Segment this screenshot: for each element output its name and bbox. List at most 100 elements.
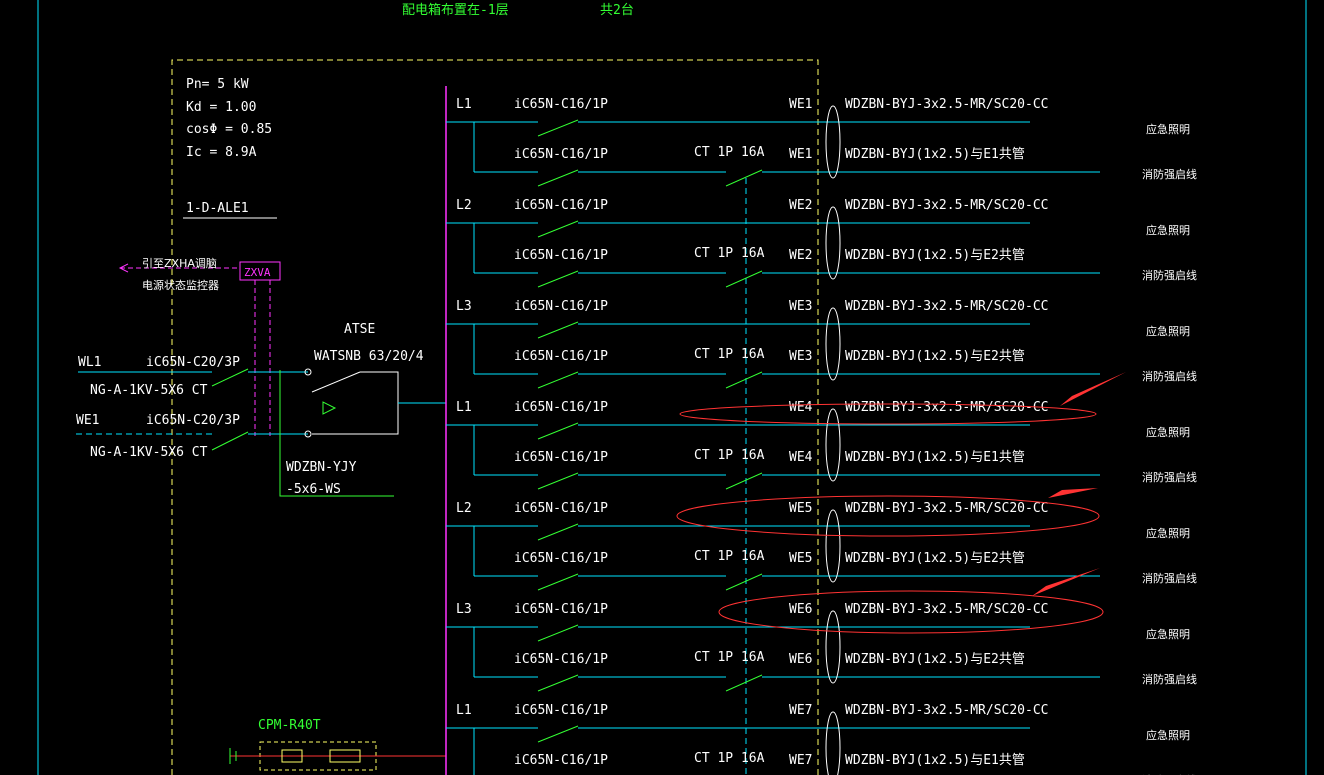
- circuit-phase: L1: [456, 400, 472, 415]
- spd-block: CPM-R40T: [229, 718, 446, 771]
- out-cable-1: WDZBN-YJY: [286, 460, 357, 475]
- circuit-phase: L1: [456, 703, 472, 718]
- circuit-cable-1: WDZBN-BYJ-3x2.5-MR/SC20-CC: [845, 198, 1049, 213]
- circuit-breaker-2-symbol: [537, 270, 579, 288]
- ats-contact-2: [304, 430, 312, 438]
- incoming-2-switch: [211, 431, 249, 451]
- circuit-use-1: 应急照明: [1146, 324, 1190, 338]
- spd-label: CPM-R40T: [258, 718, 321, 733]
- title-count: 共2台: [600, 3, 634, 18]
- circuit-ct-label: CT 1P 16A: [694, 448, 765, 463]
- incoming-1: WL1 iC65N-C20/3P NG-A-1KV-5X6 CT: [78, 355, 308, 398]
- param-cos: cosΦ = 0.85: [186, 122, 272, 137]
- circuit-breaker-2-symbol: [537, 169, 579, 187]
- circuit-cable-1: WDZBN-BYJ-3x2.5-MR/SC20-CC: [845, 299, 1049, 314]
- fire-link-block: 引至ZXHA调脑 电源状态监控器 ZXVA: [118, 256, 281, 436]
- markup-ellipse-we6: [718, 590, 1104, 634]
- circuit-breaker-1-symbol: [537, 422, 579, 440]
- circuit-cable-1: WDZBN-BYJ-3x2.5-MR/SC20-CC: [845, 400, 1049, 415]
- circuit-feeder-2: WE4: [789, 450, 813, 465]
- circuit-breaker-1-symbol: [537, 220, 579, 238]
- panel-enclosure: [171, 59, 819, 775]
- circuit-conduit-mark: [825, 408, 841, 482]
- circuit-breaker-1-symbol: [537, 119, 579, 137]
- markup-arrow-2: [1048, 488, 1098, 498]
- circuit-breaker-1-symbol: [537, 624, 579, 642]
- circuit-cable-2: WDZBN-BYJ(1x2.5)与E1共管: [845, 753, 1025, 768]
- incoming-2-cable: NG-A-1KV-5X6 CT: [90, 445, 208, 460]
- circuit-breaker-2: iC65N-C16/1P: [514, 753, 608, 768]
- circuit-ct-symbol: [725, 169, 763, 187]
- circuit-feeder-1: WE6: [789, 602, 812, 617]
- circuit-conduit-mark: [825, 206, 841, 280]
- spd-element-2: [329, 749, 361, 763]
- circuit-use-2: 消防强启线: [1142, 672, 1197, 686]
- circuit-breaker-2: iC65N-C16/1P: [514, 652, 608, 667]
- circuit-breaker-2-symbol: [537, 573, 579, 591]
- circuit-cable-2: WDZBN-BYJ(1x2.5)与E2共管: [845, 248, 1025, 263]
- circuit-ct-label: CT 1P 16A: [694, 650, 765, 665]
- circuit-feeder-1: WE5: [789, 501, 812, 516]
- circuit-use-2: 消防强启线: [1142, 369, 1197, 383]
- param-pn: Pn= 5 kW: [186, 77, 249, 92]
- circuit-phase: L3: [456, 602, 472, 617]
- circuit-breaker-1: iC65N-C16/1P: [514, 400, 608, 415]
- red-markups: [676, 372, 1126, 634]
- circuit-use-2: 消防强启线: [1142, 773, 1197, 775]
- circuit-use-1: 应急照明: [1146, 728, 1190, 742]
- circuit-ct-label: CT 1P 16A: [694, 246, 765, 261]
- ats-switch-arm: [311, 371, 361, 393]
- incoming-2-feeder: WE1: [76, 413, 99, 428]
- circuit-breaker-2: iC65N-C16/1P: [514, 450, 608, 465]
- parameter-block: Pn= 5 kW Kd = 1.00 cosΦ = 0.85 Ic = 8.9A: [186, 77, 272, 160]
- circuit-ct-label: CT 1P 16A: [694, 347, 765, 362]
- circuit-use-1: 应急照明: [1146, 223, 1190, 237]
- circuit-breaker-1: iC65N-C16/1P: [514, 703, 608, 718]
- incoming-2-breaker: iC65N-C20/3P: [146, 413, 240, 428]
- circuit-use-2: 消防强启线: [1142, 268, 1197, 282]
- circuit-phase: L3: [456, 299, 472, 314]
- ats-model: WATSNB 63/20/4: [314, 349, 424, 364]
- circuit-breaker-2-symbol: [537, 674, 579, 692]
- circuit-breaker-2: iC65N-C16/1P: [514, 147, 608, 162]
- markup-ellipse-we5: [676, 495, 1100, 537]
- circuit-use-2: 消防强启线: [1142, 167, 1197, 181]
- ats-label: ATSE: [344, 322, 375, 337]
- circuit-cable-1: WDZBN-BYJ-3x2.5-MR/SC20-CC: [845, 97, 1049, 112]
- fire-link-arrowhead: [118, 263, 129, 273]
- circuit-cable-2: WDZBN-BYJ(1x2.5)与E1共管: [845, 147, 1025, 162]
- circuit-use-1: 应急照明: [1146, 425, 1190, 439]
- circuit-conduit-mark: [825, 509, 841, 583]
- circuit-feeder-1: WE2: [789, 198, 812, 213]
- circuit-feeder-2: WE2: [789, 248, 812, 263]
- circuit-breaker-2: iC65N-C16/1P: [514, 551, 608, 566]
- circuit-breaker-1: iC65N-C16/1P: [514, 602, 608, 617]
- ats-contact-1: [304, 368, 312, 376]
- circuit-use-1: 应急照明: [1146, 526, 1190, 540]
- circuit-feeder-2: WE3: [789, 349, 812, 364]
- circuit-phase: L2: [456, 501, 472, 516]
- incoming-1-breaker: iC65N-C20/3P: [146, 355, 240, 370]
- circuit-feeder-1: WE7: [789, 703, 812, 718]
- circuit-cable-2: WDZBN-BYJ(1x2.5)与E2共管: [845, 551, 1025, 566]
- zxva-box: [239, 261, 281, 281]
- circuit-cable-2: WDZBN-BYJ(1x2.5)与E1共管: [845, 450, 1025, 465]
- ats-block: ATSE WATSNB 63/20/4 WDZBN-YJY -5x6-WS: [279, 322, 446, 497]
- out-cable-line: [279, 370, 394, 497]
- circuit-phase: L2: [456, 198, 472, 213]
- circuit-use-1: 应急照明: [1146, 627, 1190, 641]
- circuit-phase: L1: [456, 97, 472, 112]
- circuit-breaker-1-symbol: [537, 523, 579, 541]
- circuit-cable-2: WDZBN-BYJ(1x2.5)与E2共管: [845, 349, 1025, 364]
- spd-element-1: [281, 749, 303, 763]
- circuit-conduit-mark: [825, 711, 841, 775]
- circuit-use-2: 消防强启线: [1142, 470, 1197, 484]
- circuit-breaker-2: iC65N-C16/1P: [514, 248, 608, 263]
- circuit-breaker-2-symbol: [537, 371, 579, 389]
- circuit-breaker-1: iC65N-C16/1P: [514, 299, 608, 314]
